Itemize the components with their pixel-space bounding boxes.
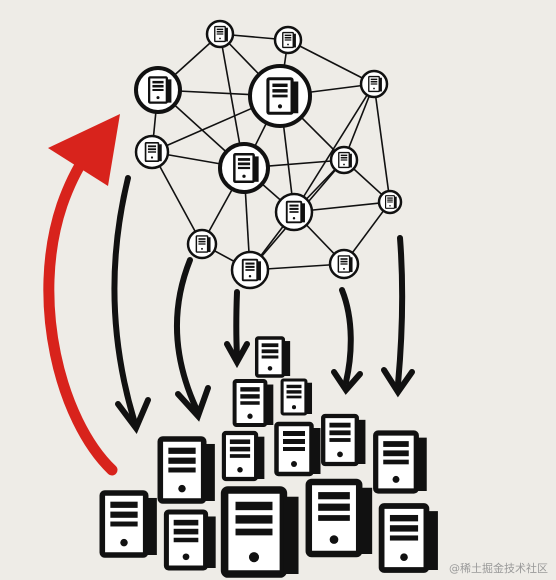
down-arrow-2 <box>174 257 199 411</box>
server-tower-icon <box>277 424 321 474</box>
network-node-server-icon <box>377 191 401 213</box>
down-arrow-3 <box>233 289 240 359</box>
down-arrow-1-head <box>115 397 151 434</box>
server-tower-icon <box>224 433 264 479</box>
network-node-server-icon <box>248 66 310 126</box>
down-arrow-3-head <box>224 341 250 369</box>
network-node-server-icon <box>328 250 358 278</box>
network-node-server-icon <box>230 252 268 288</box>
down-arrow-2-head <box>175 385 211 422</box>
server-tower-icon <box>225 490 299 574</box>
server-tower-icon <box>376 433 427 491</box>
downward-arrows <box>111 175 415 434</box>
network-link <box>293 83 375 213</box>
network-node-server-icon <box>329 147 357 173</box>
server-tower-icon <box>309 482 372 554</box>
network-link <box>373 83 391 203</box>
server-tower-icon <box>257 338 290 376</box>
network-node-server-icon <box>359 71 387 97</box>
red-arrow-head <box>48 114 120 186</box>
watermark-text: @稀土掘金技术社区 <box>449 562 548 575</box>
upward-red-arrow <box>43 114 120 476</box>
network-node-server-icon <box>186 230 216 258</box>
network-node-server-icon <box>274 194 312 230</box>
down-arrow-4 <box>339 287 354 385</box>
network-node-server-icon <box>205 21 233 47</box>
server-tower-icon <box>382 506 438 570</box>
down-arrow-5 <box>395 235 406 387</box>
server-tower-icon <box>166 512 215 568</box>
server-tower-icon <box>160 439 215 501</box>
server-tower-icon <box>282 380 312 414</box>
down-arrow-1 <box>111 175 137 423</box>
down-arrow-5-head <box>381 367 415 398</box>
network-link <box>151 151 203 245</box>
network-node-server-icon <box>273 27 301 53</box>
network-node-server-icon <box>134 136 168 168</box>
network-link <box>287 39 375 85</box>
network-nodes <box>134 21 401 288</box>
server-tower-icon <box>102 493 157 555</box>
network-node-server-icon <box>134 68 180 112</box>
network-node-server-icon <box>218 144 268 192</box>
server-tower-icon <box>235 381 274 425</box>
down-arrow-4-head <box>331 369 363 395</box>
server-tower-icon <box>323 416 365 464</box>
